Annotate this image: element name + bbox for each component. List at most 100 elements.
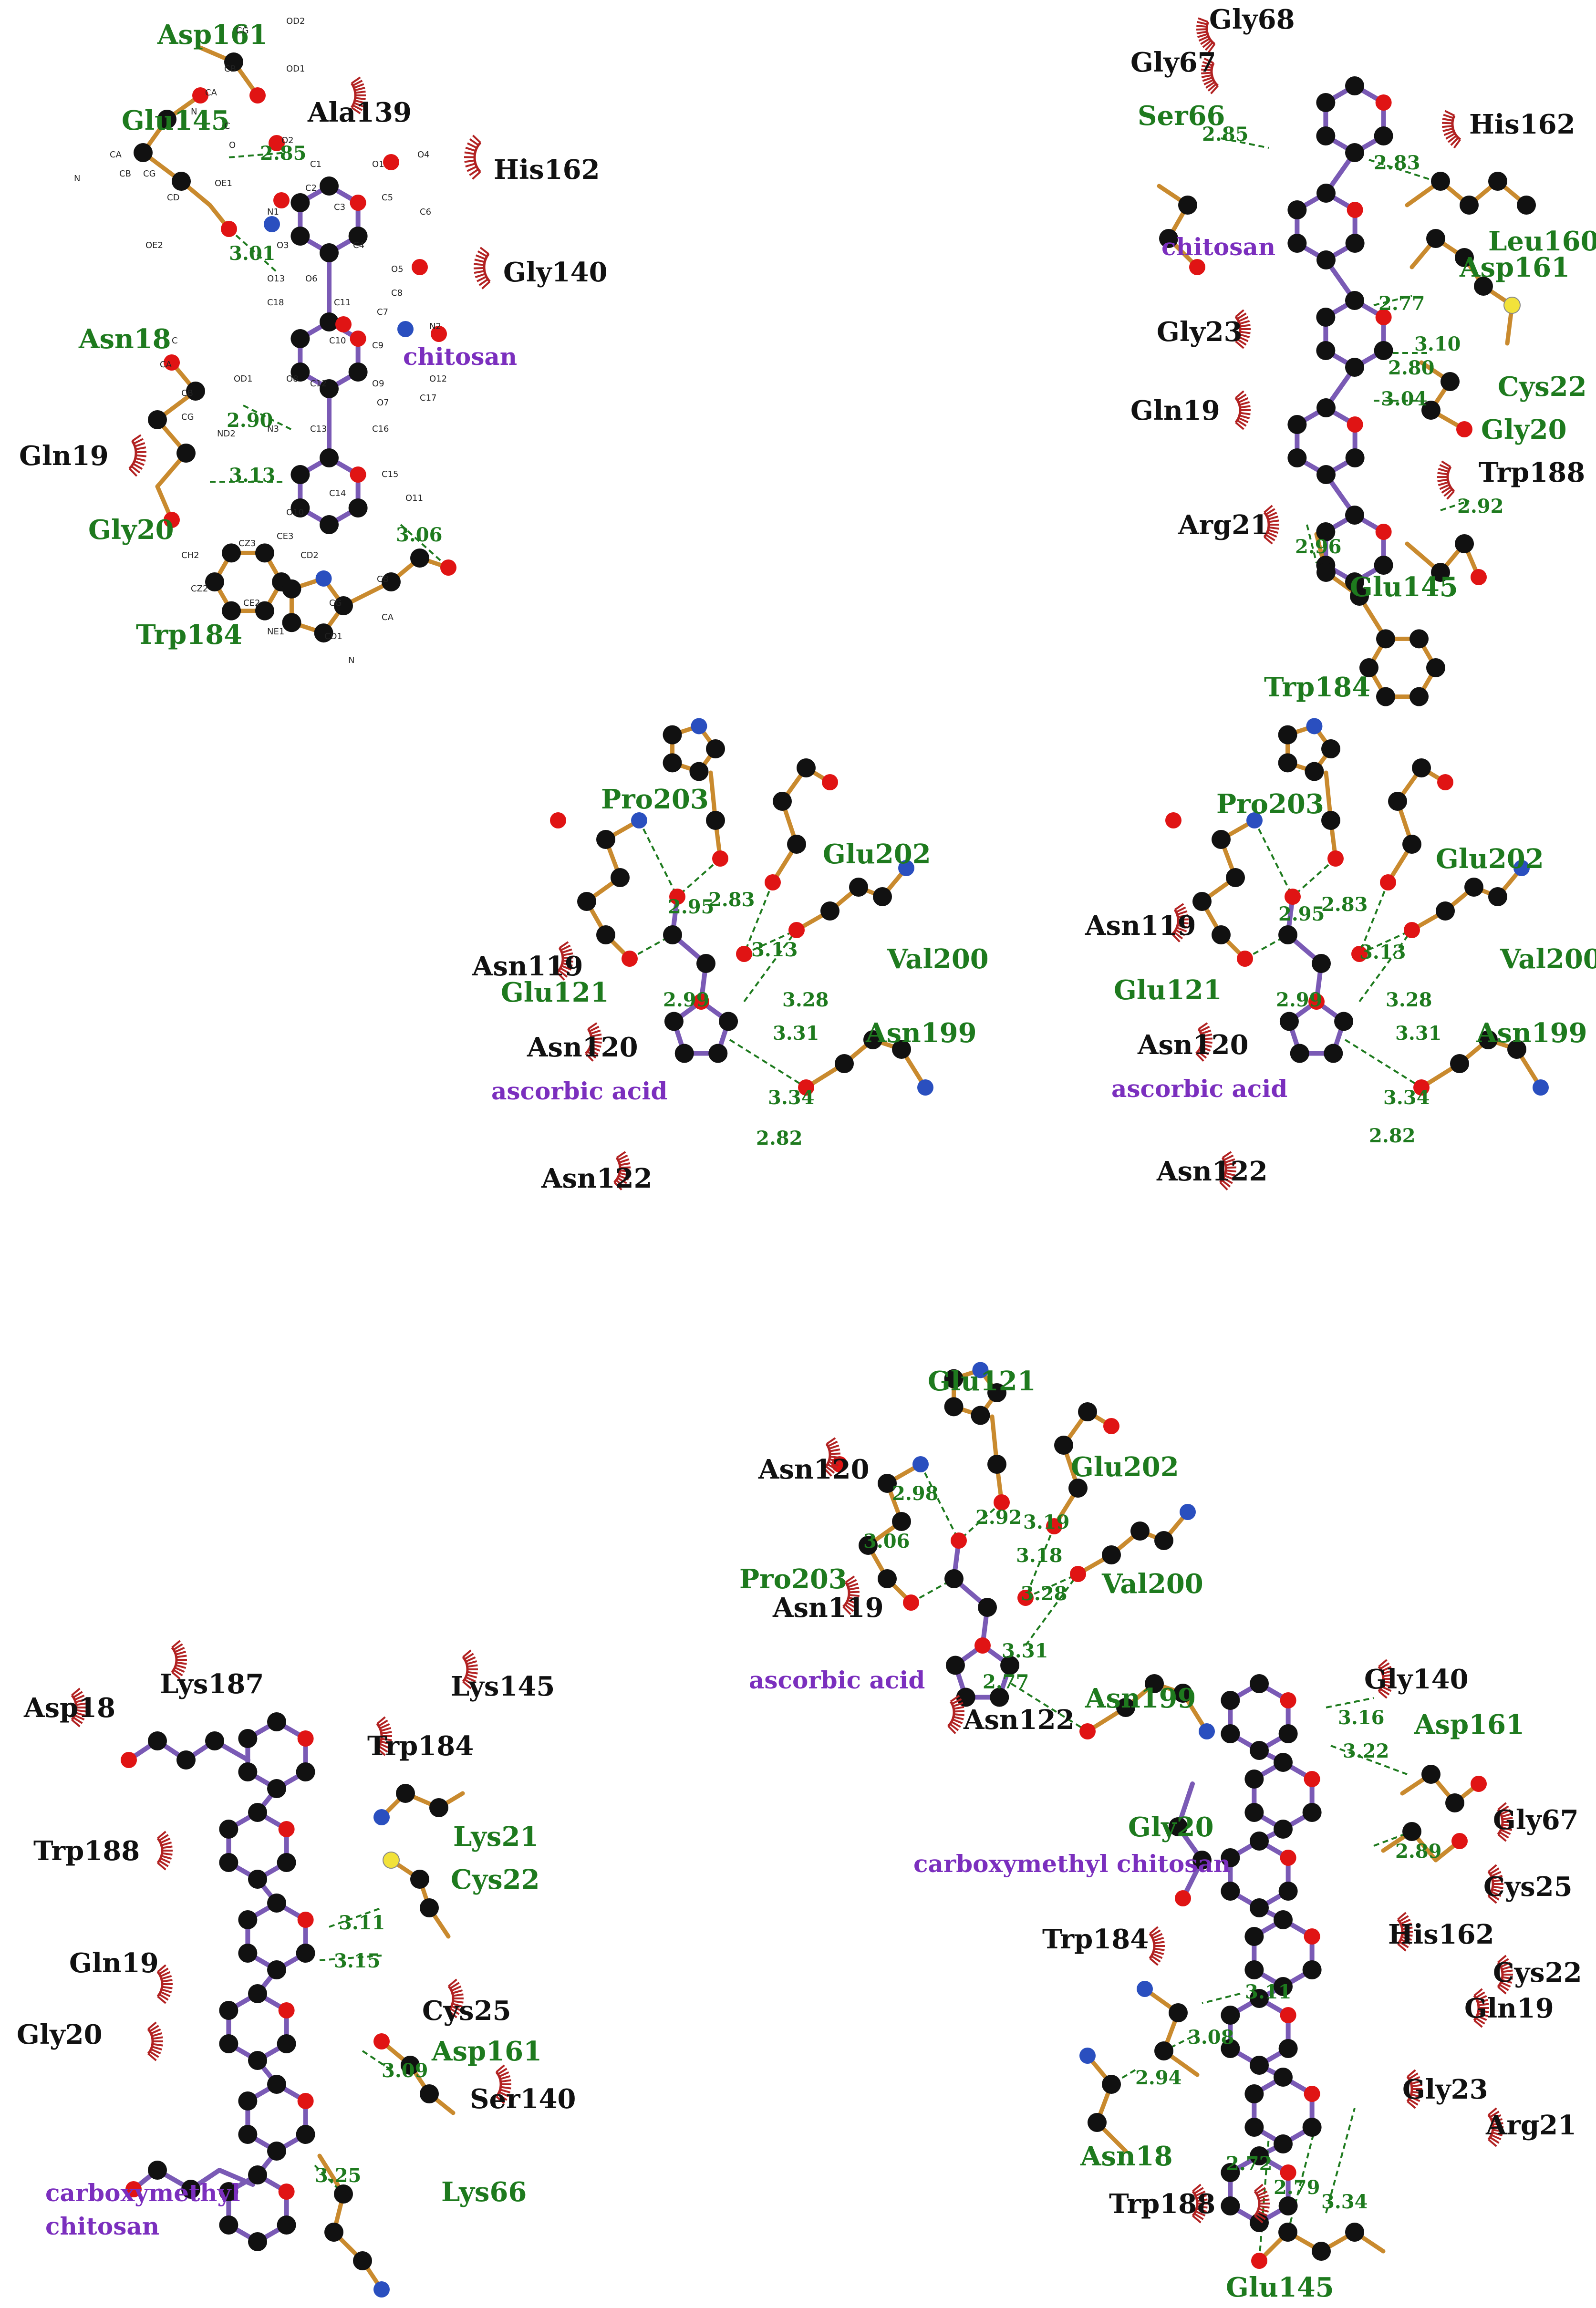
carbon-atom <box>148 1731 167 1750</box>
hydrophobic-contact-spoke <box>157 1996 166 2004</box>
hydrophobic-contact-spoke <box>1154 1941 1165 1945</box>
distance-label: 3.18 <box>1016 1544 1062 1567</box>
hydrophobic-contact-spoke <box>1491 2134 1502 2141</box>
distance-label: 2.95 <box>1278 903 1325 925</box>
atom-label: C2 <box>305 183 317 193</box>
carbon-atom <box>1192 892 1212 911</box>
carbon-atom <box>290 465 310 484</box>
hydrophobic-contact-arc <box>1210 62 1219 87</box>
oxygen-atom <box>278 2002 295 2018</box>
hydrophobic-contact-spoke <box>462 1681 472 1689</box>
hydrophobic-contact-spoke <box>452 1989 463 1994</box>
ligand-label-carboxymethyl-chitosan: carboxymethyl chitosan <box>913 1850 1231 1878</box>
hydrophobic-contact-spoke <box>1258 2194 1269 2199</box>
nitrogen-atom <box>1533 1079 1549 1096</box>
hydrogen-bond <box>1440 500 1470 511</box>
hydrophobic-contact-spoke <box>1235 309 1244 318</box>
hydrophobic-contact-arc <box>1205 21 1216 45</box>
hydrophobic-contact-spoke <box>1255 2187 1266 2194</box>
residue-val200: Val200 <box>1101 1568 1203 1600</box>
atom-label: O3 <box>277 240 289 250</box>
hydrogen-bond <box>676 858 721 898</box>
hydrophobic-contact-spoke <box>352 104 363 111</box>
hydrophobic-contact-arc <box>1497 1961 1504 1988</box>
carbon-atom <box>1316 308 1336 327</box>
hydrophobic-contact-spoke <box>1175 929 1185 936</box>
hydrophobic-contact-spoke <box>465 146 476 152</box>
hydrophobic-contact-spoke <box>147 2021 157 2030</box>
ligand-label-ascorbic-acid: ascorbic acid <box>491 1077 667 1105</box>
hydrophobic-contact-spoke <box>176 1655 187 1658</box>
carbon-atom <box>1274 2068 1293 2087</box>
hydrophobic-contact-spoke <box>1238 397 1249 404</box>
hydrophobic-contact-arc <box>842 1581 850 1608</box>
hydrophobic-contact-spoke <box>616 1151 626 1159</box>
distance-label: 3.28 <box>1386 989 1432 1011</box>
hydrophobic-contact-spoke <box>1501 1965 1513 1970</box>
hydrophobic-contact-arc <box>585 1028 593 1055</box>
hydrophobic-contact-spoke <box>451 2005 462 2012</box>
oxygen-atom <box>164 512 180 528</box>
hydrophobic-contact-spoke <box>559 941 569 949</box>
carbon-atom <box>863 1030 882 1049</box>
carbon-atom <box>987 1383 1006 1402</box>
hydrophobic-contact-spoke <box>71 1687 81 1696</box>
atom-label: OD1 <box>234 374 252 384</box>
carbon-atom <box>1436 901 1455 921</box>
hydrophobic-contact-spoke <box>619 1172 630 1177</box>
carbon-atom <box>859 1536 878 1555</box>
hydrophobic-contact-spoke <box>590 1029 601 1035</box>
hydrogen-bond <box>1254 820 1294 897</box>
hydrophobic-contact-spoke <box>162 1986 173 1989</box>
atom-label: C10 <box>329 336 346 346</box>
hydrophobic-contact-spoke <box>615 1179 625 1188</box>
nitrogen-atom <box>1180 1504 1196 1520</box>
carbon-atom <box>267 1960 286 1979</box>
carbon-atom <box>320 243 339 262</box>
atom-label: CE2 <box>243 598 260 608</box>
hydrophobic-contact-spoke <box>953 1716 964 1720</box>
atom-label: C14 <box>329 488 346 498</box>
hydrophobic-contact-arc <box>473 142 482 173</box>
atom-label: N1 <box>267 207 279 217</box>
carbon-atom <box>1116 1698 1135 1717</box>
hydrogen-bond <box>1368 159 1436 182</box>
hydrophobic-contact-spoke <box>151 2046 163 2051</box>
atom-label: O6 <box>305 274 318 284</box>
hydrophobic-contact-spoke <box>1500 1981 1511 1988</box>
hydrophobic-contact-arc <box>1219 1157 1227 1183</box>
hydrophobic-contact-spoke <box>1442 127 1453 132</box>
carbon-atom <box>1244 1927 1264 1946</box>
carbon-atom <box>1154 1531 1173 1550</box>
hydrophobic-contact-spoke <box>469 138 479 146</box>
carbon-atom <box>664 1012 684 1031</box>
residue-gly67: Gly67 <box>1493 1804 1579 1836</box>
carbon-atom <box>1388 792 1407 811</box>
hydrophobic-contact-arc <box>823 1443 831 1470</box>
hydrophobic-contact-spoke <box>1382 1669 1393 1675</box>
hydrophobic-contact-spoke <box>952 1718 963 1724</box>
hydrophobic-contact-arc <box>1397 1918 1404 1945</box>
hydrophobic-contact-spoke <box>157 1831 166 1839</box>
distance-label: 3.13 <box>1359 941 1406 963</box>
residue-gln19: Gln19 <box>1464 1993 1554 2024</box>
oxygen-atom <box>297 2093 314 2109</box>
distance-label: 2.83 <box>1374 152 1420 174</box>
carbon-atom <box>1054 1436 1073 1455</box>
residue-cys22: Cys22 <box>1493 1957 1582 1988</box>
carbon-atom <box>1316 184 1336 203</box>
hydrophobic-contact-spoke <box>1497 1833 1507 1842</box>
hydrophobic-contact-spoke <box>1239 320 1250 325</box>
hydrophobic-contact-spoke <box>1225 1172 1236 1177</box>
carbon-atom <box>348 362 368 382</box>
hydrogen-bond <box>958 1501 1003 1542</box>
residue-asn122: Asn122 <box>541 1163 653 1194</box>
residue-trp184: Trp184 <box>136 619 242 651</box>
distance-label: 3.09 <box>382 2060 428 2082</box>
hydrophobic-contact-spoke <box>381 1738 392 1741</box>
nitrogen-atom <box>264 216 280 232</box>
oxygen-atom <box>350 195 366 211</box>
nitrogen-atom <box>1246 812 1263 828</box>
carbon-atom <box>1250 1741 1269 1760</box>
hydrophobic-contact-spoke <box>152 2036 163 2040</box>
